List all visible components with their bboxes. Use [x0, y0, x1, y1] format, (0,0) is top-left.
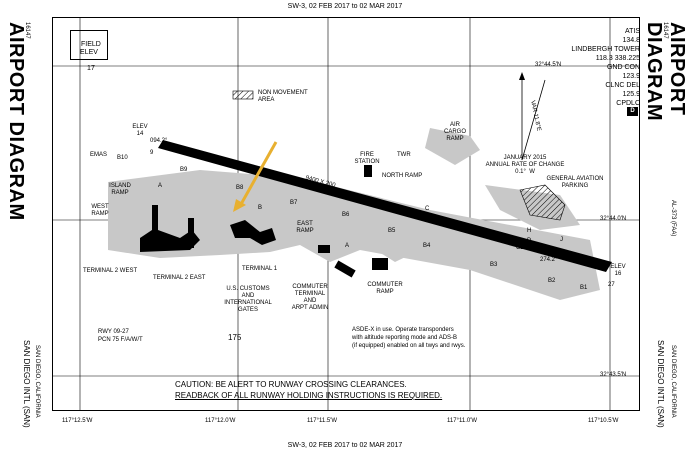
twy-c5: C5 — [398, 210, 406, 216]
lon-1: 117°12.5'W — [62, 418, 93, 424]
twy-b3: B3 — [490, 262, 498, 268]
rwy-info: RWY 09-27 PCN 75 F/A/W/T — [98, 329, 143, 343]
twy-b: B — [258, 205, 263, 211]
runway-hdg-west: 094.2° — [150, 138, 168, 144]
commuter-ramp-label: COMMUTER RAMP — [367, 282, 403, 295]
twy-j: J — [560, 237, 563, 243]
east-ramp-bldg — [318, 245, 330, 253]
lon-4: 117°11.0'W — [447, 418, 478, 424]
commuter-ramp-bldg — [372, 258, 388, 270]
lon-2: 117°12.0'W — [205, 418, 236, 424]
var-change: JANUARY 2015 ANNUAL RATE OF CHANGE 0.1° … — [485, 155, 565, 175]
terminal-2-west-label: TERMINAL 2 WEST — [83, 268, 138, 274]
field-elev-value: 17 — [87, 65, 95, 72]
freq-gnd-label: GND CON — [606, 64, 640, 71]
terminal-2-east-label: TERMINAL 2 EAST — [153, 275, 206, 281]
commuter-terminal-label: COMMUTER TERMINAL AND ARPT ADMIN — [291, 284, 329, 311]
twy-c: C — [425, 206, 430, 212]
twy-b4: B4 — [423, 243, 431, 249]
twy-a-east: A — [345, 243, 350, 249]
fire-station-label: FIRE STATION — [354, 152, 380, 165]
cpdlc-badge: D — [630, 108, 635, 114]
lon-3: 117°11.5'W — [307, 418, 338, 424]
field-elev-label: FIELD ELEV — [80, 41, 101, 56]
freq-atis: 134.8 — [622, 37, 640, 44]
terminal-1-label: TERMINAL 1 — [242, 266, 278, 272]
runway-hdg-east: 274.2° — [540, 257, 558, 263]
frequency-block: ATIS 134.8 LINDBERGH TOWER 118.3 338.225… — [540, 27, 640, 108]
freq-clnc: 125.9 — [622, 91, 640, 98]
air-cargo-label: AIR CARGO RAMP — [443, 122, 466, 142]
freq-tower-label: LINDBERGH TOWER — [571, 46, 640, 53]
terminal-2-east-pier — [188, 218, 194, 248]
highlight-arrow — [238, 141, 278, 207]
non-movement-legend: NON MOVEMENT AREA — [258, 90, 308, 103]
twy-c4: C4 — [457, 226, 465, 232]
twy-d: D — [527, 238, 532, 244]
twy-h: H — [527, 228, 532, 234]
twy-c3: C3 — [490, 232, 498, 238]
magnetic-north-line — [521, 79, 546, 161]
freq-clnc-label: CLNC DEL — [605, 82, 640, 89]
customs-label: U.S. CUSTOMS AND INTERNATIONAL GATES — [224, 286, 272, 313]
spot-elev: 175 — [228, 333, 242, 342]
emas-label: EMAS — [90, 152, 108, 158]
terminal-2-west — [140, 205, 200, 252]
island-ramp-label: ISLAND RAMP — [109, 183, 131, 196]
lat-mid: 32°44.0'N — [600, 216, 627, 222]
elev-east: ELEV 16 — [610, 264, 626, 277]
twy-b10: B10 — [117, 155, 128, 161]
effective-dates-top: SW-3, 02 FEB 2017 to 02 MAR 2017 — [287, 3, 403, 10]
caution-line-2: READBACK OF ALL RUNWAY HOLDING INSTRUCTI… — [175, 391, 443, 400]
twy-b1: B1 — [580, 285, 588, 291]
ga-parking-label: GENERAL AVIATION PARKING — [546, 176, 604, 189]
effective-dates-bottom: SW-3, 02 FEB 2017 to 02 MAR 2017 — [287, 442, 403, 449]
elev-west: ELEV 14 — [132, 124, 148, 137]
ga-parking-area — [519, 184, 566, 221]
twy-b6: B6 — [342, 212, 350, 218]
east-ramp-label: EAST RAMP — [296, 221, 314, 234]
twy-a-west: A — [158, 183, 163, 189]
lon-5: 117°10.5'W — [588, 418, 619, 424]
north-ramp-label: NORTH RAMP — [382, 173, 423, 179]
runway-end-9: 9 — [150, 150, 154, 156]
twy-b2: B2 — [548, 278, 556, 284]
commuter-terminal — [334, 260, 356, 278]
freq-atis-label: ATIS — [624, 28, 640, 35]
field-elev-box: FIELD ELEV 17 — [70, 30, 108, 72]
chart-frame — [52, 17, 640, 411]
twy-c1: C1 — [597, 264, 605, 270]
twy-b9: B9 — [180, 167, 188, 173]
freq-gnd: 123.9 — [622, 73, 640, 80]
twy-b8: B8 — [236, 185, 244, 191]
twy-c2: C2 — [516, 245, 524, 251]
twy-c6: C6 — [352, 196, 360, 202]
freq-tower: 118.3 338.225 — [595, 55, 640, 62]
fire-station — [364, 165, 372, 177]
lat-top: 32°44.5'N — [535, 62, 562, 68]
freq-cpdlc: CPDLC — [616, 100, 640, 107]
caution-line-1: CAUTION: BE ALERT TO RUNWAY CROSSING CLE… — [175, 380, 407, 389]
caution-note: CAUTION: BE ALERT TO RUNWAY CROSSING CLE… — [175, 379, 475, 401]
lat-bot: 32°43.5'N — [600, 372, 627, 378]
west-ramp-label: WEST RAMP — [91, 204, 109, 217]
twy-b7: B7 — [290, 200, 298, 206]
runway-09-27 — [158, 140, 612, 272]
terminal-1 — [230, 220, 276, 245]
twy-b5: B5 — [388, 228, 396, 234]
twr-label: TWR — [397, 152, 411, 158]
legend-hatch — [232, 90, 254, 100]
runway-end-27: 27 — [608, 282, 615, 288]
asde-note: ASDE-X in use. Operate transponders with… — [352, 327, 466, 349]
